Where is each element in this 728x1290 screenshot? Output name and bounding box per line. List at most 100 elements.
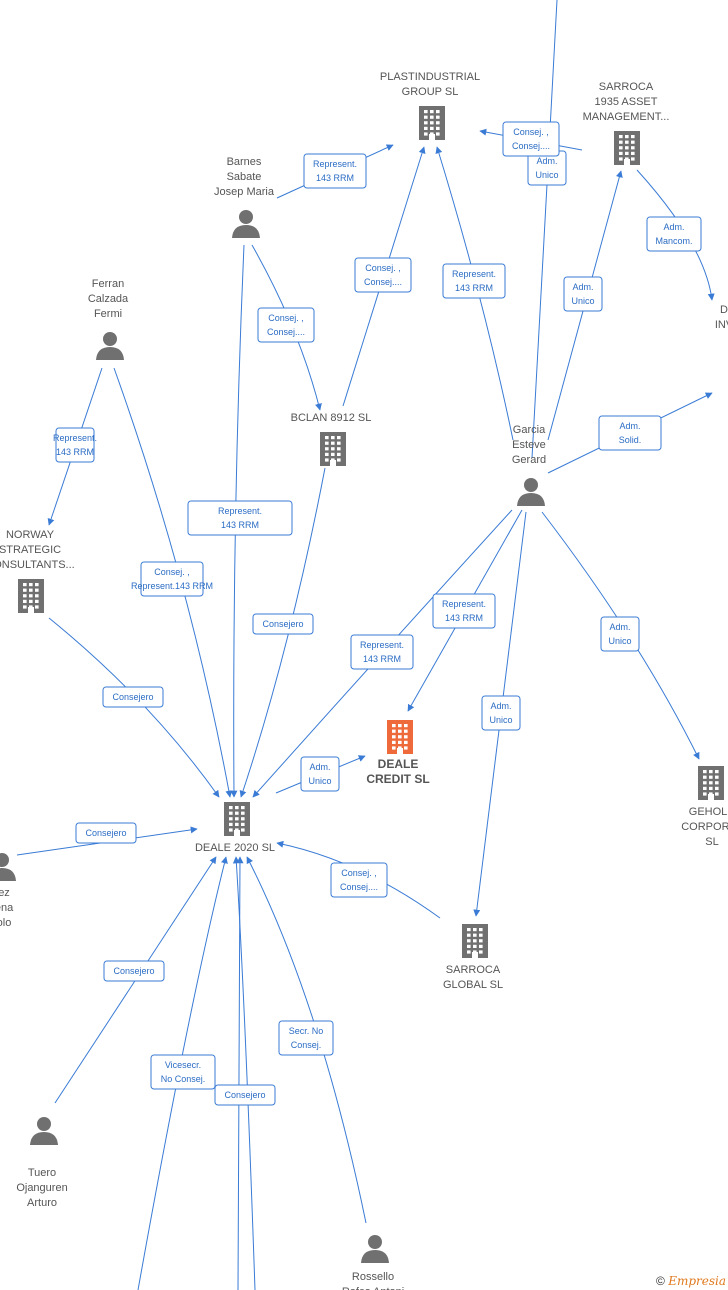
building-icon (18, 579, 44, 613)
edge-label-text: Consej. , (154, 567, 190, 577)
edge-label-text: No Consej. (161, 1074, 206, 1084)
edge-label-text: 143 RRM (221, 520, 259, 530)
edge-label-text: Consej.... (364, 277, 402, 287)
edge-label[interactable]: Consej. , Consej.... (354, 257, 412, 293)
node-label: Arturo (27, 1197, 57, 1209)
edge-label-box (103, 960, 165, 982)
edge-label[interactable]: Represent.143 RRM (53, 427, 97, 463)
edge-label-box (252, 613, 314, 635)
edge-label[interactable]: Represent.143 RRM (187, 500, 293, 536)
edge-label[interactable]: Represent.143 RRM (432, 593, 496, 629)
edge-label-box (102, 686, 164, 708)
edge-label[interactable]: Represent.143 RRM (303, 153, 367, 189)
copyright-icon: © (656, 1274, 665, 1288)
watermark[interactable]: © Empresia (656, 1274, 726, 1288)
edge-label-box (600, 616, 640, 652)
edge-label[interactable]: Adm. Solid. (598, 415, 662, 451)
node-bclan[interactable]: BCLAN 8912 SL (291, 412, 372, 466)
edge-label-box (303, 153, 367, 189)
edge-label-text: Adm. (663, 222, 684, 232)
edge-label[interactable]: Adm.Unico (563, 276, 603, 312)
edge-label[interactable]: Consej. ,Represent.143 RRM (131, 561, 213, 597)
edge-label-text: Represent. (53, 433, 97, 443)
edge-line (246, 856, 367, 1224)
node-label: BCLAN 8912 SL (291, 412, 372, 424)
edge-label-box (432, 593, 496, 629)
edge-label[interactable]: Consejero (75, 822, 137, 844)
edge-label-text: Adm. (619, 421, 640, 431)
edge-label-text: Solid. (619, 435, 642, 445)
edge-label-text: Consej. , (341, 868, 377, 878)
node-label: Sabate (227, 171, 262, 183)
building-icon (320, 432, 346, 466)
node-norway[interactable]: NORWAYSTRATEGICCONSULTANTS... (0, 529, 75, 613)
edge-label[interactable]: Consejero (252, 613, 314, 635)
node-label: STRATEGIC (0, 544, 61, 556)
edge-label[interactable]: Adm.Unico (527, 150, 567, 186)
node-label: SARROCA (599, 81, 654, 93)
edge-label[interactable]: Consejero (214, 1084, 276, 1106)
edge-label-box (646, 216, 702, 252)
building-icon (387, 720, 413, 754)
edge-label-text: Unico (489, 715, 512, 725)
node-rossello[interactable]: RosselloRofes Antoni (342, 1235, 404, 1290)
edge-label[interactable]: Represent. 143 RRM (442, 263, 506, 299)
node-label: CREDIT SL (366, 772, 429, 786)
edge-label-text: Represent. (313, 159, 357, 169)
node-label: GROUP SL (402, 86, 459, 98)
node-label: Rofes Antoni (342, 1286, 404, 1290)
building-icon (419, 106, 445, 140)
edge-label[interactable]: Consejero (102, 686, 164, 708)
edge-label[interactable]: Vicesecr.No Consej. (150, 1054, 216, 1090)
node-leftperson[interactable]: ezenaolo (0, 853, 16, 929)
edge-line (531, 0, 558, 459)
node-deale2020[interactable]: DEALE 2020 SL (195, 802, 275, 854)
edge-label-box (330, 862, 388, 898)
edge-label[interactable]: Adm.Unico (481, 695, 521, 731)
edge-label[interactable]: Represent.143 RRM (350, 634, 414, 670)
edge-label-text: Consej. , (365, 263, 401, 273)
node-gehold[interactable]: GEHOLDCORPORATSL (681, 766, 728, 848)
edge-label-text: Mancom. (655, 236, 692, 246)
edge-label[interactable]: Consej. ,Consej.... (502, 121, 560, 157)
edge-label-box (481, 695, 521, 731)
node-label: 1935 ASSET (595, 96, 658, 108)
edge-label[interactable]: Adm.Unico (600, 616, 640, 652)
edge-label-box (354, 257, 412, 293)
node-label: D (720, 304, 728, 316)
edge-label-text: Represent. (452, 269, 496, 279)
building-icon (224, 802, 250, 836)
node-dinv[interactable]: DINV (715, 263, 728, 331)
node-label: Fermi (94, 308, 122, 320)
edge-label-text: Adm. (572, 282, 593, 292)
person-icon (232, 210, 260, 238)
node-label: ena (0, 902, 14, 914)
node-label: Barnes (227, 156, 262, 168)
person-icon (30, 1117, 58, 1145)
edge-label-text: 143 RRM (455, 283, 493, 293)
edge-label-text: Consej.... (267, 327, 305, 337)
node-label: DEALE 2020 SL (195, 842, 275, 854)
edge-label[interactable]: Consej. ,Consej.... (330, 862, 388, 898)
edge-label[interactable]: Adm.Unico (300, 756, 340, 792)
edge-label-text: Consejero (224, 1090, 265, 1100)
edge-label[interactable]: Consejero (103, 960, 165, 982)
edge-line (236, 856, 244, 1290)
edge-label[interactable]: Adm. Mancom. (646, 216, 702, 252)
node-label: CORPORAT (681, 821, 728, 833)
edge-label-box (75, 822, 137, 844)
edge-label-box (442, 263, 506, 299)
edge-label[interactable]: Consej. ,Consej.... (257, 307, 315, 343)
edge-label-text: Represent. (360, 640, 404, 650)
